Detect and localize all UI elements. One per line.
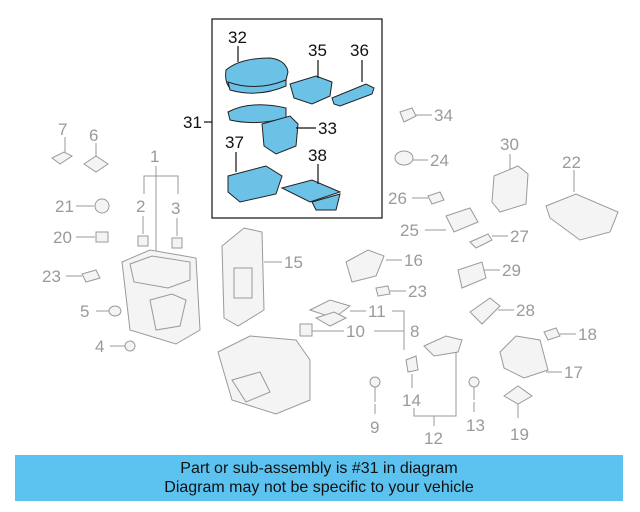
callout-20: 20	[53, 228, 72, 247]
callout-21: 21	[55, 197, 74, 216]
part-3[interactable]	[171, 237, 183, 249]
callout-18: 18	[578, 325, 597, 344]
callout-3: 3	[171, 199, 180, 218]
caption-line-1: Part or sub-assembly is #31 in diagram	[180, 460, 458, 477]
callout-5: 5	[80, 302, 89, 321]
part-14[interactable]	[405, 355, 419, 373]
callout-12: 12	[424, 429, 443, 448]
callout-22: 22	[562, 153, 581, 172]
part-4[interactable]	[124, 340, 136, 352]
part-20[interactable]	[95, 231, 109, 243]
part-11[interactable]	[308, 299, 352, 327]
part-17[interactable]	[499, 335, 549, 379]
part-19[interactable]	[503, 385, 533, 405]
callout-30: 30	[500, 135, 519, 154]
part-30[interactable]	[491, 165, 529, 213]
parts-diagram: 32 35 36 33 31 37 38 7 6 21 20	[42, 18, 619, 448]
part-10[interactable]	[299, 323, 313, 337]
callout-35: 35	[308, 41, 327, 60]
caption-line-2: Diagram may not be specific to your vehi…	[164, 479, 474, 496]
part-33-housing[interactable]	[227, 104, 299, 155]
part-27[interactable]	[469, 233, 493, 249]
part-29[interactable]	[457, 261, 487, 289]
part-24[interactable]	[394, 150, 414, 166]
part-21[interactable]	[94, 198, 110, 214]
callout-13: 13	[466, 416, 485, 435]
part-2[interactable]	[137, 235, 149, 247]
callout-8: 8	[410, 322, 419, 341]
part-9[interactable]	[369, 376, 381, 402]
part-28[interactable]	[469, 297, 501, 325]
part-console-body[interactable]	[121, 249, 201, 345]
part-6[interactable]	[83, 155, 109, 173]
callout-23-right: 23	[408, 282, 427, 301]
callout-27: 27	[510, 227, 529, 246]
callout-2: 2	[136, 197, 145, 216]
part-13[interactable]	[468, 376, 480, 400]
part-5[interactable]	[108, 305, 122, 317]
part-15-panel[interactable]	[221, 227, 265, 327]
part-38-mat[interactable]	[280, 179, 342, 211]
part-lower-console[interactable]	[217, 335, 311, 415]
part-23-screw-right[interactable]	[375, 285, 391, 297]
callout-4: 4	[95, 337, 104, 356]
callout-25: 25	[400, 221, 419, 240]
callout-37: 37	[225, 133, 244, 152]
part-12[interactable]	[423, 335, 463, 357]
callout-19: 19	[510, 425, 529, 444]
callout-9: 9	[370, 418, 379, 437]
part-36-bracket[interactable]	[331, 83, 375, 107]
callout-16: 16	[404, 251, 423, 270]
callout-26: 26	[388, 189, 407, 208]
part-37-tray[interactable]	[227, 165, 283, 203]
callout-17: 17	[564, 363, 583, 382]
part-22[interactable]	[545, 193, 619, 241]
part-23-screw-left[interactable]	[81, 269, 101, 283]
part-7[interactable]	[51, 151, 73, 165]
callout-28: 28	[516, 301, 535, 320]
part-26[interactable]	[427, 191, 445, 205]
callout-36: 36	[350, 41, 369, 60]
callout-14: 14	[402, 391, 421, 410]
callout-29: 29	[502, 261, 521, 280]
callout-11: 11	[368, 302, 386, 321]
part-25[interactable]	[445, 207, 479, 233]
callout-38: 38	[308, 146, 327, 165]
part-18[interactable]	[543, 327, 561, 341]
caption-banner: Part or sub-assembly is #31 in diagram D…	[15, 455, 623, 501]
part-34[interactable]	[399, 107, 417, 123]
part-16[interactable]	[345, 249, 385, 283]
callout-31: 31	[183, 113, 202, 132]
callout-6: 6	[89, 126, 98, 145]
callout-23-left: 23	[42, 267, 61, 286]
callout-10: 10	[346, 322, 365, 341]
callout-1: 1	[150, 147, 159, 166]
callout-32: 32	[228, 28, 247, 47]
callout-24: 24	[430, 151, 449, 170]
callout-7: 7	[58, 120, 67, 139]
callout-15: 15	[284, 253, 303, 272]
callout-33: 33	[318, 119, 337, 138]
part-35-pad[interactable]	[289, 75, 333, 105]
callout-34: 34	[434, 106, 453, 125]
part-32-armrest-lid[interactable]	[225, 57, 289, 94]
